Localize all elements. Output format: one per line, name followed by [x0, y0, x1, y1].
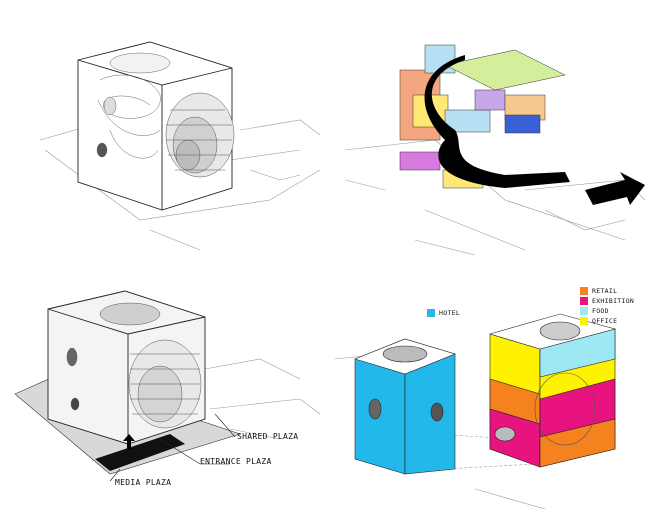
circulation-arrows: [424, 55, 645, 205]
panel-program-blocks: [325, 0, 650, 259]
panel-split-program: HOTEL RETAIL EXHIBITION FOOD OFFICE: [325, 259, 650, 518]
program-blocks-drawing: [344, 44, 646, 256]
block-violet: [399, 151, 441, 171]
helix-carving: [96, 52, 171, 159]
hotel-block: [354, 338, 456, 475]
block-lightblue-2: [444, 109, 491, 133]
leader-lines: [109, 413, 236, 482]
entrance-arrow-icon: [123, 434, 135, 449]
food-swatch: [580, 307, 588, 315]
block-blue: [504, 114, 541, 134]
retail-swatch: [580, 287, 588, 295]
entry-arrow: [585, 172, 645, 205]
cube-carvings: [66, 302, 202, 429]
legend-hotel: HOTEL: [427, 309, 460, 317]
spiral-tunnel: [165, 92, 235, 178]
exhibition-label: EXHIBITION: [592, 297, 635, 305]
hotel-swatch: [427, 309, 435, 317]
media-plaza-slope: [95, 434, 185, 471]
food-label: FOOD: [592, 307, 609, 315]
block-purple: [474, 89, 506, 111]
circulation-arrow-spiral: [424, 55, 570, 188]
program-block-stack: [399, 44, 566, 189]
program-legend: RETAIL EXHIBITION FOOD OFFICE: [580, 287, 634, 325]
shared-plaza-label: SHARED PLAZA: [237, 432, 299, 441]
retail-label: RETAIL: [592, 287, 618, 295]
office-swatch: [580, 317, 588, 325]
exhibition-swatch: [580, 297, 588, 305]
plazas-drawing: [14, 290, 321, 482]
legend-food: FOOD: [580, 307, 634, 315]
media-plaza-label: MEDIA PLAZA: [115, 478, 172, 487]
split-program-drawing: [334, 313, 617, 510]
office-label: OFFICE: [592, 317, 618, 325]
program-block: [488, 313, 617, 468]
legend-retail: RETAIL: [580, 287, 634, 295]
legend-office: OFFICE: [580, 317, 634, 325]
block-green-roof: [444, 49, 566, 91]
legend-exhibition: EXHIBITION: [580, 297, 634, 305]
panel-plazas: SHARED PLAZA ENTRANCE PLAZA MEDIA PLAZA: [0, 259, 325, 518]
site-context-lines: [204, 358, 321, 440]
hotel-label: HOTEL: [439, 309, 461, 317]
carved-cube-drawing: [39, 41, 321, 251]
entrance-plaza-label: ENTRANCE PLAZA: [200, 457, 272, 466]
panel-cube-carved: [0, 0, 325, 259]
